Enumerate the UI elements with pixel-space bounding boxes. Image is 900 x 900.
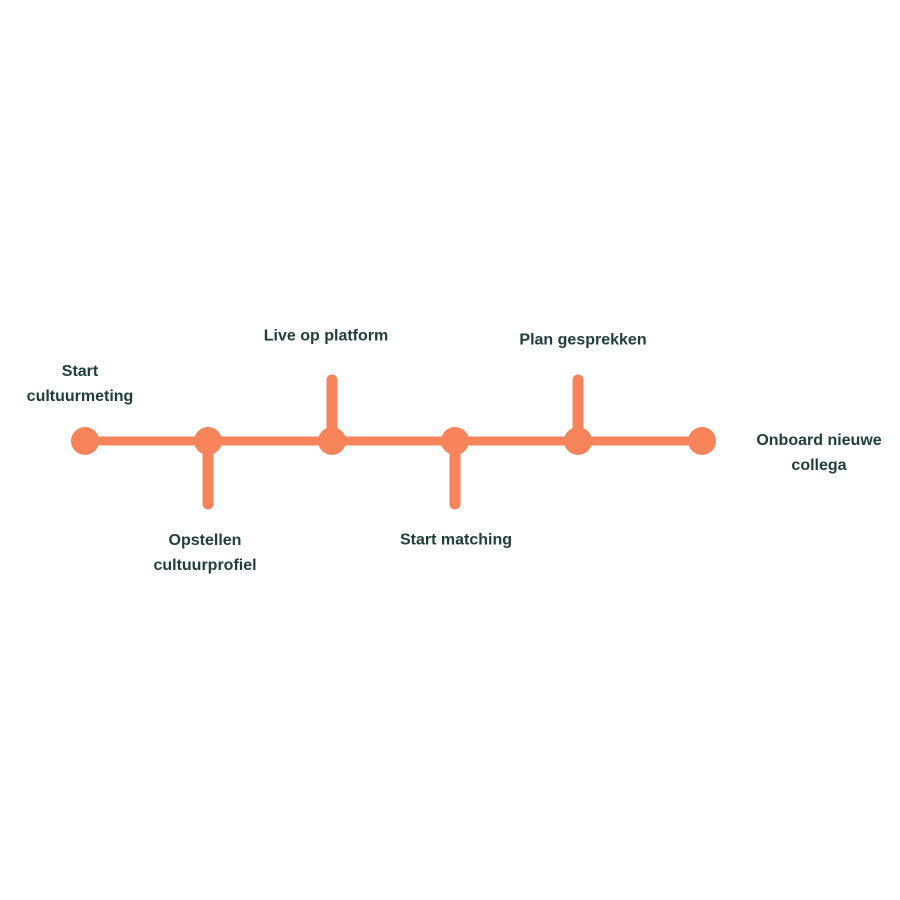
timeline-node (441, 427, 469, 455)
timeline-node (564, 427, 592, 455)
label-start-matching: Start matching (399, 531, 513, 549)
timeline-node (71, 427, 99, 455)
timeline-node (688, 427, 716, 455)
timeline-node (194, 427, 222, 455)
label-live-op-platform: Live op platform (263, 327, 389, 345)
label-plan-gesprekken: Plan gesprekken (519, 331, 647, 349)
timeline-node (318, 427, 346, 455)
